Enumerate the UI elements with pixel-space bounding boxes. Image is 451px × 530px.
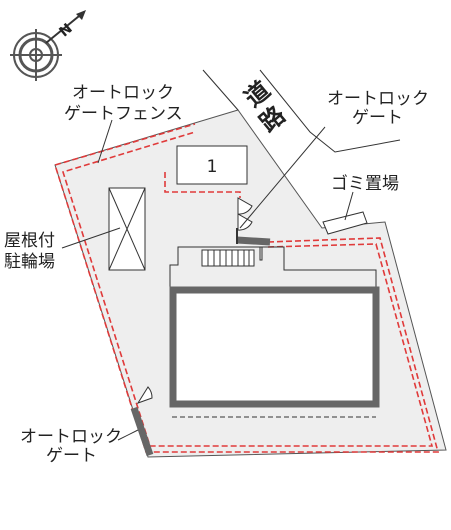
auto-lock-gate-bottom	[130, 406, 154, 457]
door-swing-icon	[136, 386, 153, 404]
fence-inner	[61, 131, 434, 447]
compass-north-label: N	[56, 21, 75, 41]
building-outline	[169, 246, 377, 290]
leader-line-gate-bottom	[117, 429, 139, 441]
auto-lock-gate-fence	[164, 172, 241, 198]
parking-space-number: 1	[207, 157, 218, 177]
north-arrow-icon	[45, 11, 85, 44]
gate-bottom-label-line2: ゲート	[46, 446, 97, 466]
parking-space-1	[176, 145, 248, 185]
fence-label-line1: オートロック	[72, 83, 174, 103]
stairs-steps	[207, 250, 250, 266]
leader-line-garbage	[344, 191, 354, 221]
leader-line-gate-top	[239, 126, 326, 229]
auto-lock-gate-top	[236, 236, 271, 246]
leader-line-bike	[61, 227, 121, 249]
road-edge-left	[202, 69, 239, 111]
garbage-label: ゴミ置場	[331, 173, 399, 194]
gate-bottom-label-line1: オートロック	[20, 427, 122, 447]
bike-label-line1: 屋根付	[4, 231, 55, 251]
gate-top-label-line2: ゲート	[352, 108, 403, 128]
fence-label-line2: ゲートフェンス	[64, 104, 183, 124]
road-edge-right	[259, 69, 401, 153]
leader-line-fence	[97, 119, 113, 164]
north-arrow-head-icon	[76, 10, 86, 20]
bicycle-parking-cross	[108, 187, 146, 271]
stairs	[201, 249, 255, 267]
fence-outer	[53, 123, 440, 453]
bike-label-line2: 駐輪場	[4, 252, 55, 272]
gate-top-label-line1: オートロック	[327, 89, 429, 109]
garbage-storage	[322, 211, 368, 235]
apartment-building	[169, 286, 380, 408]
compass: N	[10, 10, 86, 81]
